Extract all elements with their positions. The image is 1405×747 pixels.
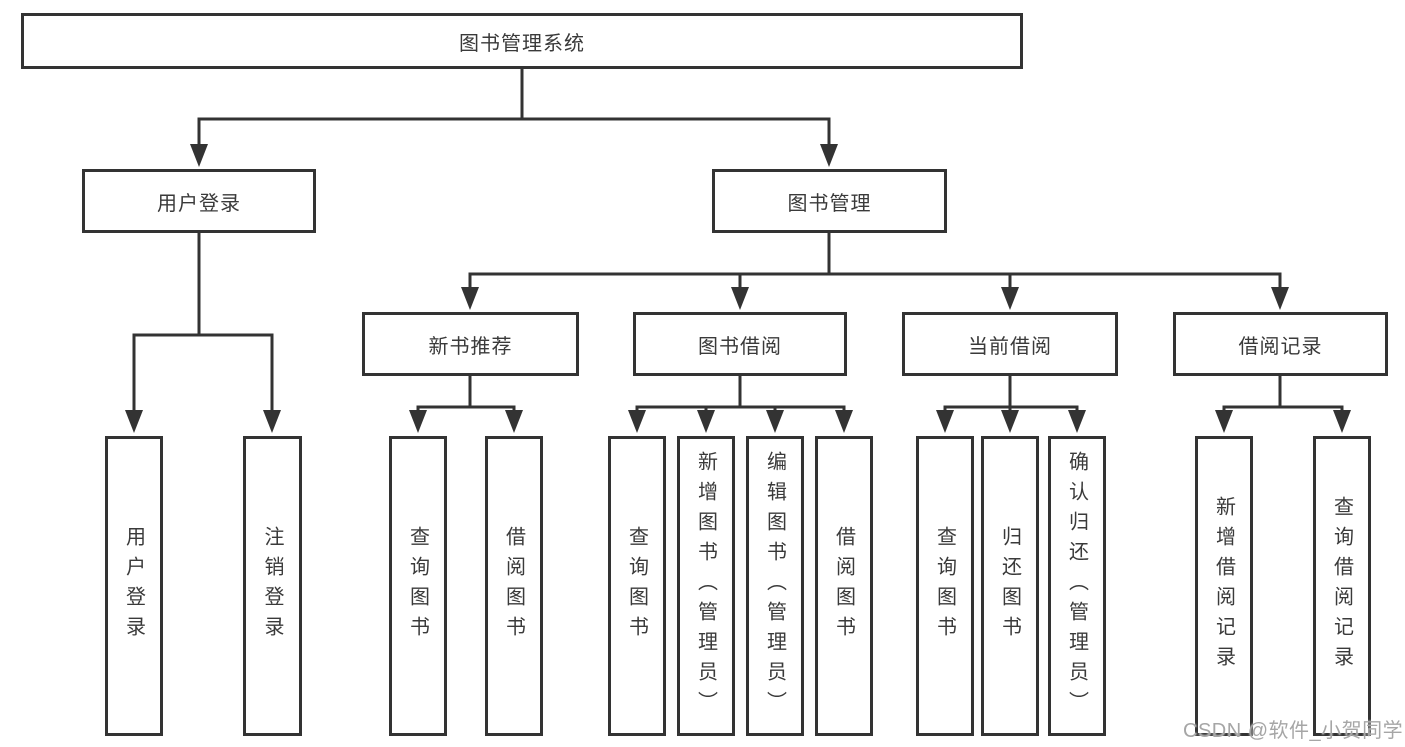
node-book-borrowing: 图书借阅 — [633, 312, 847, 376]
node-leaf-user-login: 用户登录 — [105, 436, 163, 736]
node-borrowing-records: 借阅记录 — [1173, 312, 1388, 376]
arrowhead-icons — [125, 144, 1351, 433]
node-leaf-query-books-borrowing: 查询图书 — [608, 436, 666, 736]
node-leaf-logout: 注销登录 — [243, 436, 302, 736]
node-leaf-edit-books-admin: 编辑图书（管理员） — [746, 436, 804, 736]
node-library-management-system: 图书管理系统 — [21, 13, 1023, 69]
node-current-borrowing: 当前借阅 — [902, 312, 1118, 376]
node-leaf-borrow-books: 借阅图书 — [815, 436, 873, 736]
node-leaf-add-books-admin: 新增图书（管理员） — [677, 436, 735, 736]
node-book-management: 图书管理 — [712, 169, 947, 233]
node-leaf-query-borrow-record: 查询借阅记录 — [1313, 436, 1371, 736]
node-leaf-query-books-current: 查询图书 — [916, 436, 974, 736]
node-leaf-confirm-return-admin: 确认归还（管理员） — [1048, 436, 1106, 736]
node-leaf-add-borrow-record: 新增借阅记录 — [1195, 436, 1253, 736]
node-leaf-query-books-recommendation: 查询图书 — [389, 436, 447, 736]
node-new-book-recommendation: 新书推荐 — [362, 312, 579, 376]
node-leaf-return-books: 归还图书 — [981, 436, 1039, 736]
node-user-login: 用户登录 — [82, 169, 316, 233]
csdn-watermark: CSDN @软件_小贺同学 — [1183, 720, 1404, 742]
node-leaf-borrow-books-recommendation: 借阅图书 — [485, 436, 543, 736]
